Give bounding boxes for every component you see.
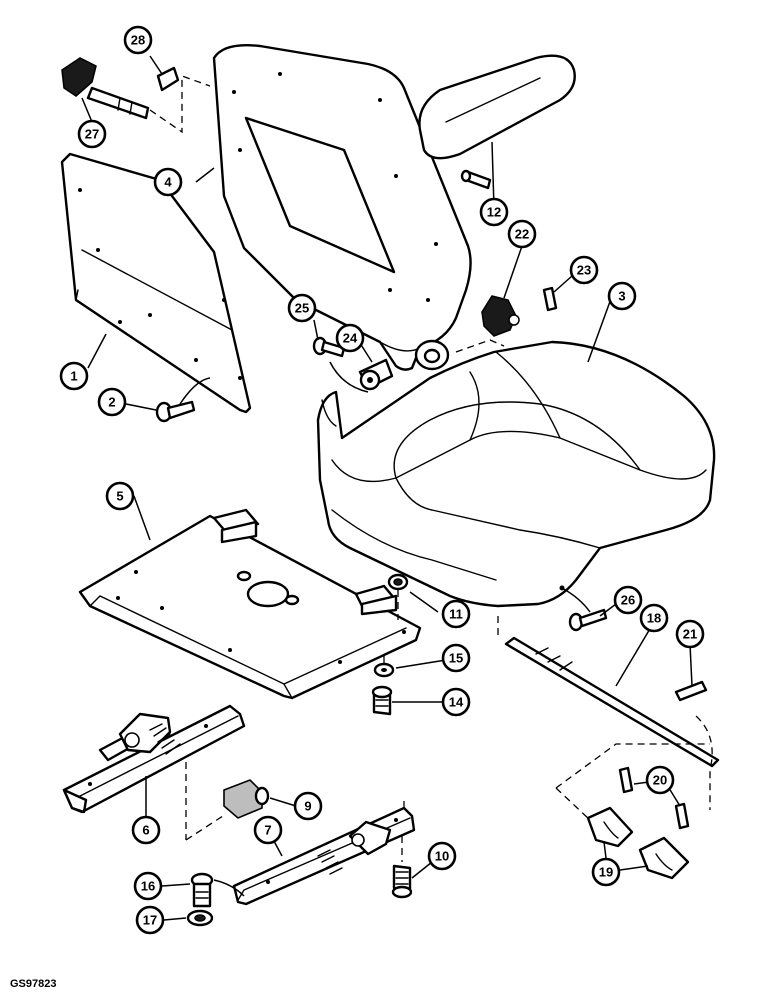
callout-label: 4 (164, 175, 172, 190)
callout-6: 6 (131, 815, 161, 845)
assembly-line-24 (329, 361, 369, 393)
part-24-hinge-block (358, 358, 394, 391)
callout-28: 28 (123, 25, 153, 55)
callout-label: 14 (449, 695, 464, 710)
part-21-pin (674, 680, 708, 702)
callout-20: 20 (645, 765, 675, 795)
callout-9: 9 (293, 791, 323, 821)
part-23-pin (542, 286, 558, 312)
part-20-pins (618, 766, 690, 830)
callout-26: 26 (613, 585, 643, 615)
callout-label: 20 (653, 773, 667, 788)
part-1-back-panel (60, 152, 252, 414)
callout-label: 10 (435, 849, 449, 864)
callout-2: 2 (97, 387, 127, 417)
callout-23: 23 (569, 255, 599, 285)
callout-label: 23 (577, 263, 591, 278)
callout-14: 14 (441, 687, 471, 717)
callout-label: 11 (449, 607, 463, 622)
callout-label: 5 (116, 489, 123, 504)
callout-label: 17 (143, 913, 157, 928)
drawing-reference: GS97823 (10, 978, 56, 990)
part-15-washer (373, 662, 395, 678)
callout-label: 1 (70, 369, 77, 384)
callout-label: 7 (264, 823, 271, 838)
callout-label: 26 (621, 593, 635, 608)
callout-label: 28 (131, 33, 145, 48)
callout-label: 27 (85, 127, 99, 142)
part-6-slide-rail (62, 704, 246, 814)
assembly-group-19-20 (555, 715, 713, 821)
part-17-nut (186, 909, 214, 927)
callout-4: 4 (153, 167, 183, 197)
part-14-bolt (371, 685, 393, 716)
callout-label: 2 (108, 395, 115, 410)
callout-27: 27 (77, 119, 107, 149)
callout-label: 18 (647, 611, 661, 626)
callout-label: 9 (304, 799, 311, 814)
assembly-line-9 (185, 762, 227, 841)
part-26-push-rivet (568, 608, 608, 632)
callout-label: 24 (343, 331, 358, 346)
callout-18: 18 (639, 603, 669, 633)
part-22-bracket (481, 295, 520, 337)
assembly-line-27 (149, 75, 211, 134)
callout-12: 12 (479, 197, 509, 227)
callout-3: 3 (607, 281, 637, 311)
part-3-seat-cushion (316, 340, 716, 608)
callout-label: 15 (449, 651, 463, 666)
part-18-rod (504, 636, 720, 768)
callout-label: 19 (599, 865, 613, 880)
part-11-nut (387, 573, 409, 591)
part-28-roll-pin (156, 66, 180, 92)
part-19-clips (586, 806, 690, 880)
part-10-bolt (391, 864, 413, 899)
callout-19: 19 (591, 857, 621, 887)
callout-label: 25 (295, 301, 309, 316)
callout-label: 21 (683, 627, 697, 642)
part-4-seat-back (212, 44, 472, 371)
part-5-base-plate (78, 508, 422, 700)
callout-17: 17 (135, 905, 165, 935)
callout-25: 25 (287, 293, 317, 323)
part-2-push-rivet (155, 400, 196, 423)
callout-22: 22 (507, 219, 537, 249)
part-16-bolt (190, 872, 214, 908)
callout-label: 6 (142, 823, 149, 838)
callout-label: 12 (487, 205, 501, 220)
callout-21: 21 (675, 619, 705, 649)
assembly-line-2 (179, 377, 211, 405)
callout-label: 3 (618, 289, 625, 304)
callout-7: 7 (253, 815, 283, 845)
callout-11: 11 (441, 599, 471, 629)
callout-16: 16 (133, 871, 163, 901)
callout-label: 16 (141, 879, 155, 894)
callout-10: 10 (427, 841, 457, 871)
callout-label: 22 (515, 227, 529, 242)
part-9-latch-block (223, 779, 270, 819)
callout-1: 1 (59, 361, 89, 391)
callout-5: 5 (105, 481, 135, 511)
part-27-adjuster-knob (61, 57, 150, 120)
callout-15: 15 (441, 643, 471, 673)
assembly-line-16 (213, 879, 245, 897)
part-25-screw (312, 336, 346, 358)
assembly-line-22 (455, 339, 505, 353)
part-12-armrest (418, 54, 576, 190)
assembly-line-26 (561, 587, 591, 613)
callout-24: 24 (335, 323, 365, 353)
